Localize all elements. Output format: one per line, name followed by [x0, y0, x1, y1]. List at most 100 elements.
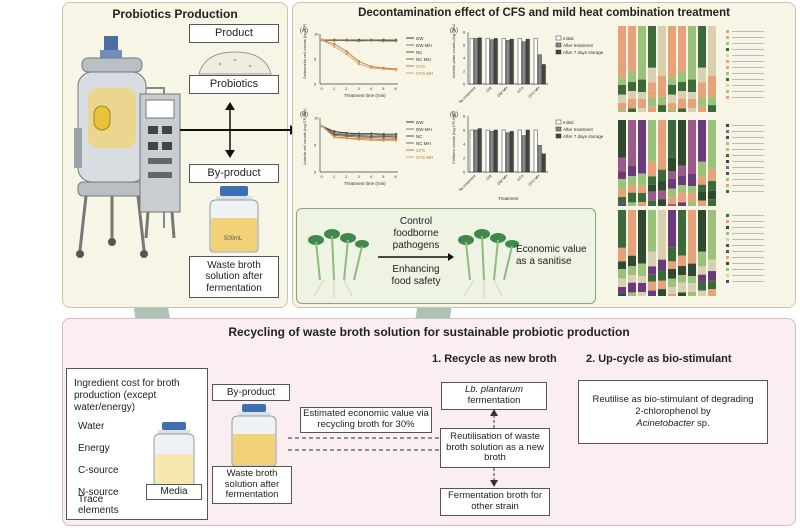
stack-segment: [658, 169, 666, 182]
stack-segment: [708, 26, 716, 76]
byproduct-label-box: By-product: [189, 164, 279, 183]
stack-segment: [708, 169, 716, 182]
stack-segment: [678, 255, 686, 267]
y-axis-label: Listeria cell counts (log CFU/mL): [302, 108, 307, 165]
stack-segment: [658, 271, 666, 281]
stack-segment: [698, 26, 706, 68]
stack-segment: [648, 290, 656, 296]
panel-label: (A): [300, 28, 308, 34]
stack-segment: [618, 171, 626, 179]
x-tick-label: 0: [321, 174, 324, 179]
stack-segment: [688, 282, 696, 292]
bar: [541, 64, 546, 85]
biostimulant-line3: Acinetobacter sp.: [636, 418, 709, 430]
bar: [489, 39, 494, 85]
stack-segment: [648, 26, 656, 68]
section1-title: 1. Recycle as new broth: [432, 353, 557, 365]
stack-segment: [638, 210, 646, 264]
stack-segment: [628, 26, 636, 72]
data-point: [394, 139, 398, 142]
stack-segment: [648, 184, 656, 192]
recycle-connectors: [288, 437, 440, 451]
stack-segment: [628, 292, 636, 296]
stack-segment: [688, 173, 696, 187]
x-axis-label: Treatment: [498, 196, 519, 201]
stack-segment: [658, 96, 666, 106]
stack-segment: [688, 263, 696, 277]
stack-segment: [688, 92, 696, 99]
data-point: [357, 62, 361, 66]
legend-swatch: [555, 49, 562, 55]
stack-segment: [658, 105, 666, 112]
bar: [521, 135, 526, 173]
bar: [477, 37, 482, 85]
bar: [473, 129, 478, 173]
data-point: [357, 138, 361, 141]
stack-segment: [678, 82, 686, 92]
data-point: [370, 138, 373, 142]
legend-swatch: [726, 268, 729, 271]
stack-segment: [678, 275, 686, 283]
legend-swatch: [726, 72, 729, 75]
data-point: [320, 124, 324, 128]
stack-segment: [678, 192, 686, 203]
stack-segment: [668, 287, 676, 294]
stack-segment: [668, 203, 676, 206]
category-label: No treatment: [458, 85, 477, 104]
legend-swatch: [726, 154, 729, 157]
stack-segment: [638, 186, 646, 193]
stack-segment: [618, 26, 626, 64]
legend-swatch: [726, 48, 729, 51]
data-point: [333, 39, 336, 42]
stack-segment: [708, 87, 716, 97]
stack-segment: [638, 173, 646, 187]
probiotics-powder-icon: [198, 51, 272, 75]
category-label: No treatment: [458, 173, 477, 192]
stack-segment: [638, 98, 646, 108]
control-cabinet: [139, 93, 181, 239]
legend-label: CFS MH: [416, 155, 433, 160]
stack-segment: [618, 103, 626, 110]
stack-segment: [638, 282, 646, 292]
legend-swatch: [726, 136, 729, 139]
stack-segment: [628, 82, 636, 92]
category-label: DW MH: [496, 86, 508, 98]
stack-segment: [688, 186, 696, 193]
stack-segment: [658, 280, 666, 290]
stack-segment: [658, 87, 666, 97]
category-label: DW: [485, 86, 493, 94]
y-tick-label: 4: [463, 142, 466, 147]
bar: [517, 38, 522, 85]
stack-segment: [628, 202, 636, 206]
bar: [477, 128, 482, 173]
legend-label: NC MH: [416, 141, 431, 146]
legend-swatch: [726, 178, 729, 181]
stack-segment: [648, 274, 656, 282]
stack-segment: [698, 251, 706, 267]
stack-segment: [708, 210, 716, 260]
stack-segment: [638, 192, 646, 202]
bar: [541, 153, 546, 173]
legend-label: DW MH: [416, 127, 432, 132]
stack-segment: [648, 97, 656, 107]
x-axis-label: Treatment time (min): [344, 181, 386, 186]
stack-segment: [628, 120, 636, 166]
stack-segment: [668, 178, 676, 189]
stack-segment: [638, 201, 646, 206]
stack-segment: [668, 261, 676, 269]
data-point: [345, 39, 348, 42]
legend-label: CFS: [416, 64, 425, 69]
recycle-waste-label-box: Waste broth solution after fermentation: [212, 466, 292, 504]
legend-swatch: [555, 35, 562, 41]
stack-segment: [678, 165, 686, 177]
data-point: [382, 139, 385, 142]
data-point: [370, 66, 373, 70]
legend-swatch: [726, 274, 729, 277]
section1-arrows: [490, 409, 498, 487]
ingredient-energy: Energy: [78, 443, 110, 454]
legend-label: After treatment: [563, 43, 594, 48]
stack-segment: [698, 191, 706, 201]
stack-segment: [618, 278, 626, 288]
legend-swatch: [726, 262, 729, 265]
stack-segment: [638, 26, 646, 80]
